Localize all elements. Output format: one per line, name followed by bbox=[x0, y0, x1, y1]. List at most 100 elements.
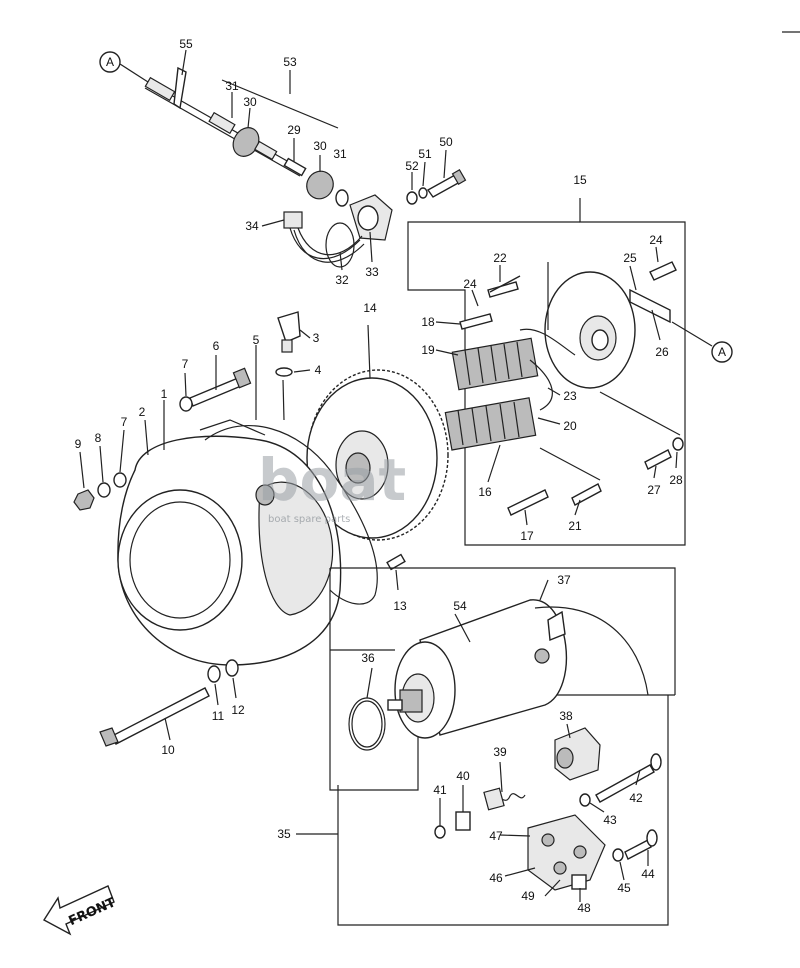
pickup-bracket-part-25 bbox=[629, 288, 671, 324]
callout-31a: 31 bbox=[225, 79, 239, 93]
callout-50: 50 bbox=[439, 135, 453, 149]
engine-cover-part-1 bbox=[73, 311, 406, 747]
dowel-part-13 bbox=[386, 553, 406, 571]
callout-7a: 7 bbox=[182, 357, 189, 371]
callout-37: 37 bbox=[557, 573, 571, 587]
washer-part-8 bbox=[97, 482, 111, 498]
bolt-part-27 bbox=[644, 449, 672, 470]
bolt-part-42 bbox=[595, 764, 655, 803]
callout-29: 29 bbox=[287, 123, 301, 137]
bolt-part-17 bbox=[507, 489, 549, 516]
coil-part-19 bbox=[451, 337, 539, 391]
callout-23: 23 bbox=[563, 389, 577, 403]
washer-part-11 bbox=[207, 665, 221, 683]
oring-part-4 bbox=[275, 367, 293, 377]
callout-20: 20 bbox=[563, 419, 577, 433]
washer-part-41 bbox=[434, 825, 446, 839]
callout-24a: 24 bbox=[463, 277, 477, 291]
callout-34: 34 bbox=[245, 219, 259, 233]
callout-33: 33 bbox=[365, 265, 379, 279]
bolt-part-24b bbox=[649, 261, 677, 281]
callout-10: 10 bbox=[161, 743, 175, 757]
washer-part-7b bbox=[113, 472, 127, 488]
callout-44: 44 bbox=[641, 867, 655, 881]
callout-9: 9 bbox=[75, 437, 82, 451]
callout-5: 5 bbox=[253, 333, 260, 347]
coil-part-20 bbox=[444, 397, 537, 451]
rotor-part-14 bbox=[306, 324, 449, 541]
callout-3: 3 bbox=[313, 331, 320, 345]
bolt-part-24a bbox=[487, 281, 519, 298]
front-direction-arrow: FRONT bbox=[43, 885, 118, 936]
callout-1: 1 bbox=[161, 387, 168, 401]
washer-part-7a bbox=[179, 396, 193, 412]
callout-38: 38 bbox=[559, 709, 573, 723]
washer-part-28 bbox=[672, 437, 684, 451]
watermark-main: boat bbox=[258, 446, 406, 514]
callout-51: 51 bbox=[418, 147, 432, 161]
callout-41: 41 bbox=[433, 783, 447, 797]
callout-17: 17 bbox=[520, 529, 534, 543]
ref-a-label: A bbox=[106, 55, 114, 69]
bolt-part-44 bbox=[624, 839, 652, 860]
oring-part-32 bbox=[325, 222, 355, 268]
pin-part-29 bbox=[283, 157, 307, 177]
cable-assembly bbox=[144, 49, 467, 271]
callout-49: 49 bbox=[521, 889, 535, 903]
callout-42: 42 bbox=[629, 791, 643, 805]
bolt-part-10 bbox=[111, 687, 210, 745]
callout-28: 28 bbox=[669, 473, 683, 487]
clip-part-55 bbox=[173, 66, 187, 110]
callout-24b: 24 bbox=[649, 233, 663, 247]
callout-14: 14 bbox=[363, 301, 377, 315]
callout-47: 47 bbox=[489, 829, 503, 843]
callout-36: 36 bbox=[361, 651, 375, 665]
starter-motor-part-54 bbox=[419, 599, 568, 736]
callout-12: 12 bbox=[231, 703, 245, 717]
callout-6: 6 bbox=[213, 339, 220, 353]
starter-motor-box bbox=[296, 567, 676, 926]
stator-assembly-box bbox=[407, 198, 686, 546]
callout-45: 45 bbox=[617, 881, 631, 895]
callout-46: 46 bbox=[489, 871, 503, 885]
callout-31b: 31 bbox=[333, 147, 347, 161]
bolt-part-18 bbox=[459, 313, 493, 330]
callout-numbers: 55 53 31 30 29 30 31 50 51 52 15 34 24 2… bbox=[75, 37, 683, 915]
cap-part-3 bbox=[277, 311, 301, 343]
watermark-sub: boat spare parts bbox=[268, 514, 350, 525]
callout-22: 22 bbox=[493, 251, 507, 265]
callout-25: 25 bbox=[623, 251, 637, 265]
callout-7b: 7 bbox=[121, 415, 128, 429]
callout-19: 19 bbox=[421, 343, 435, 357]
gasket-part-5 bbox=[204, 425, 378, 605]
watermark: boat boat spare parts bbox=[258, 446, 406, 525]
gear-part-30b bbox=[306, 170, 334, 200]
bush-part-40 bbox=[455, 811, 471, 831]
washer-part-12 bbox=[225, 659, 239, 677]
callout-53: 53 bbox=[283, 55, 297, 69]
bolt-part-21 bbox=[571, 483, 602, 506]
reference-marker-a-top: A bbox=[99, 51, 149, 83]
brush-holder-part-47 bbox=[527, 814, 606, 891]
callout-15: 15 bbox=[573, 173, 587, 187]
nut-part-9 bbox=[73, 489, 95, 511]
callout-27: 27 bbox=[647, 483, 661, 497]
callout-4: 4 bbox=[315, 363, 322, 377]
callout-39: 39 bbox=[493, 745, 507, 759]
reference-marker-a-right: A bbox=[671, 321, 733, 363]
callout-52: 52 bbox=[405, 159, 419, 173]
callout-55: 55 bbox=[179, 37, 193, 51]
connector-part-34 bbox=[283, 211, 303, 229]
callout-26: 26 bbox=[655, 345, 669, 359]
callout-40: 40 bbox=[456, 769, 470, 783]
callout-16: 16 bbox=[478, 485, 492, 499]
oring-part-36 bbox=[348, 697, 386, 751]
washer-part-43 bbox=[579, 793, 591, 807]
callout-8: 8 bbox=[95, 431, 102, 445]
callout-43: 43 bbox=[603, 813, 617, 827]
callout-13: 13 bbox=[393, 599, 407, 613]
ref-a-label-2: A bbox=[718, 345, 726, 359]
callout-30a: 30 bbox=[243, 95, 257, 109]
callout-35: 35 bbox=[277, 827, 291, 841]
